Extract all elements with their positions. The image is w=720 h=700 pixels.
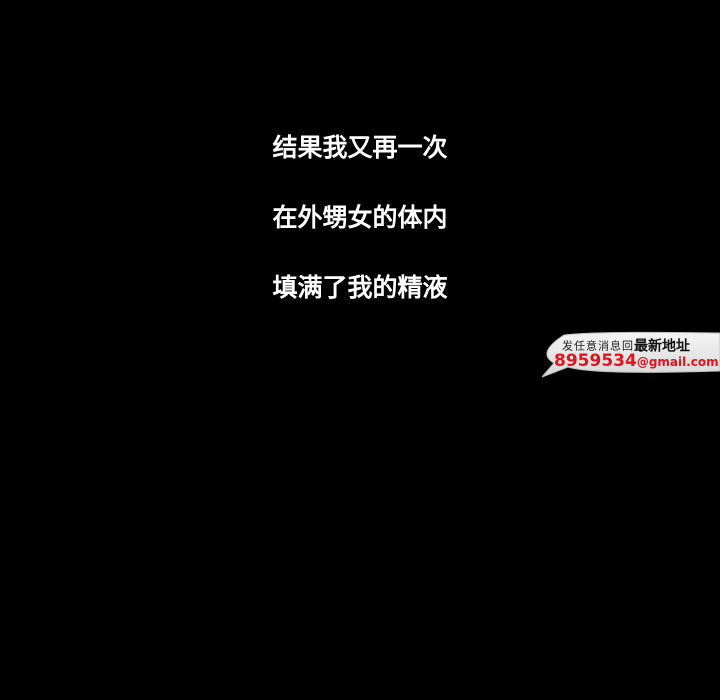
watermark-bottom-line: 8959534@gmail.com bbox=[554, 351, 720, 371]
speech-bubble-shape bbox=[541, 331, 720, 378]
watermark-bubble: 发任意消息回最新地址 8959534@gmail.com bbox=[534, 331, 720, 379]
watermark-number: 8959534 bbox=[554, 351, 637, 371]
caption-line-1: 结果我又再一次 bbox=[272, 133, 448, 162]
watermark-email-suffix: @gmail.com bbox=[636, 355, 719, 369]
watermark-big-text: 最新地址 bbox=[634, 338, 690, 355]
caption-line-2: 在外甥女的体内 bbox=[272, 203, 448, 232]
watermark-small-text: 发任意消息回 bbox=[562, 339, 634, 353]
caption-line-3: 填满了我的精液 bbox=[272, 273, 448, 302]
watermark-top-line: 发任意消息回最新地址 bbox=[562, 335, 720, 355]
